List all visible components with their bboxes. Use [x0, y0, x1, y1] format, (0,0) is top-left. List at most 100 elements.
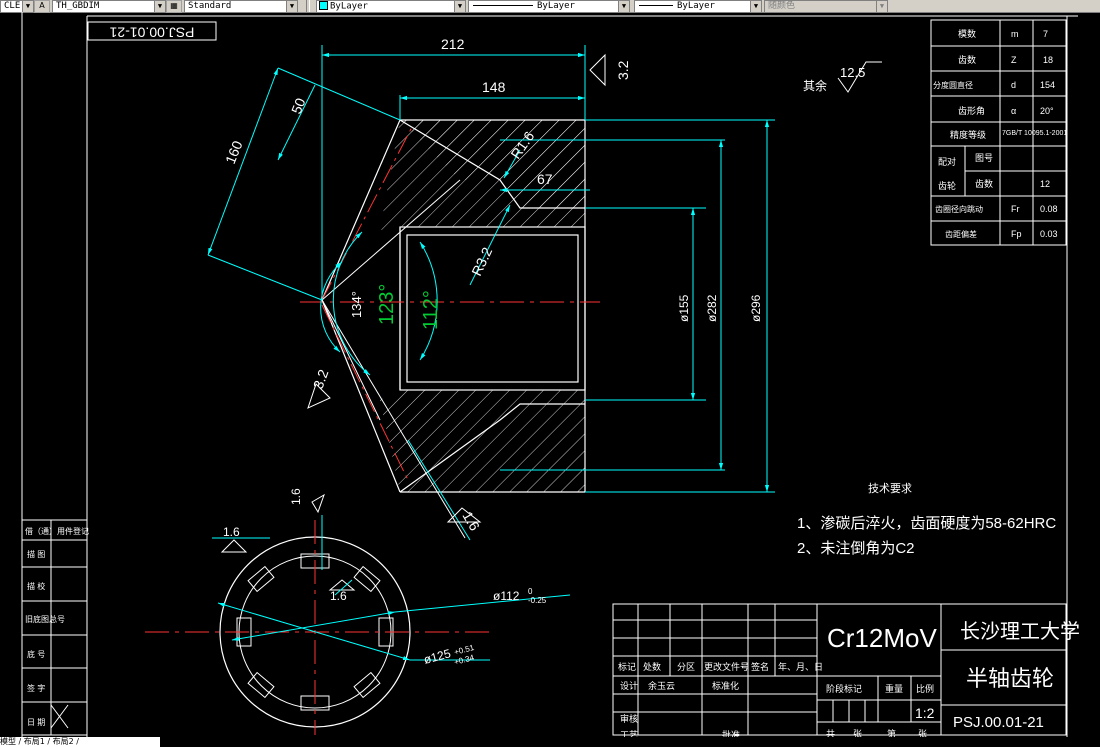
linetype-value: ByLayer [537, 1, 575, 11]
side-label-4: 底 号 [27, 649, 45, 659]
table-style-manager-icon[interactable]: ▦ [166, 0, 182, 13]
title-block [612, 603, 1067, 736]
param-mate-row2-name: 齿数 [975, 178, 993, 189]
side-register-table [21, 519, 88, 736]
chevron-down-icon: ▼ [454, 1, 465, 12]
dim-rough-16-bottom: 1.6 [459, 509, 483, 534]
dim-rough-32-top: 3.2 [615, 60, 631, 80]
side-label-3: 旧底图总号 [25, 614, 65, 624]
gear-parameter-table [930, 19, 1067, 246]
tech-req-1: 1、渗碳后淬火，齿面硬度为58-62HRC [797, 515, 1056, 532]
lineweight-sample-icon [639, 5, 673, 6]
layout-tabs[interactable]: 模型 / 布局1 / 布局2 / [0, 737, 160, 747]
title-sheet-label: 张 [918, 729, 927, 737]
title-standard-label: 标准化 [712, 680, 739, 691]
spline-rough-c: 1.6 [330, 589, 347, 603]
dimensions [207, 45, 775, 541]
param-mate-label-1: 配对 [938, 156, 956, 167]
properties-toolbar: CLE▼ A TH_GBDIM▼ ▦ Standard▼ ByLayer▼ By… [0, 0, 1100, 13]
roughness-symbols [220, 53, 606, 591]
chevron-down-icon: ▼ [22, 1, 33, 12]
title-stage-label: 阶段标记 [826, 683, 862, 694]
title-row-label-3: 更改文件号 [704, 661, 749, 672]
chevron-down-icon: ▼ [618, 1, 629, 12]
plot-style-dropdown[interactable]: 随颜色▼ [764, 0, 888, 13]
param-name-3: 齿形角 [958, 105, 985, 116]
title-approve-label: 批准 [722, 729, 740, 737]
dim-160: 160 [222, 138, 246, 166]
spline-rough-a: 1.6 [289, 488, 303, 505]
side-label-1: 描 图 [27, 549, 45, 559]
color-dropdown[interactable]: ByLayer ▼ [316, 0, 466, 13]
dim-67: 67 [537, 171, 553, 187]
spline-d112-tol-upper: 0 [528, 587, 533, 596]
color-value: ByLayer [330, 1, 368, 12]
side-label-0: 借（通）用件登记 [25, 526, 89, 536]
param-val-3: 20° [1040, 106, 1054, 116]
title-school: 长沙理工大学 [960, 620, 1080, 643]
linetype-sample-icon [473, 5, 533, 6]
param-val-2: 154 [1040, 80, 1055, 90]
spline-rough-b: 1.6 [223, 525, 240, 539]
chevron-down-icon: ▼ [286, 1, 297, 12]
dim-style-dropdown[interactable]: TH_GBDIM ▼ [52, 0, 166, 13]
param-name-0: 模数 [958, 28, 976, 39]
dim-dia296: ø296 [749, 294, 763, 322]
hatch-lower [380, 390, 585, 492]
layout-tabs-text: 模型 / 布局1 / 布局2 / [0, 737, 79, 746]
rough-others-value: 12.5 [840, 65, 865, 80]
title-review-label: 审核 [620, 713, 638, 724]
param-mate-row1-name: 图号 [975, 153, 993, 163]
dim-a134: 134° [349, 291, 364, 318]
title-weight-label: 重量 [885, 683, 903, 694]
color-swatch-icon [319, 1, 328, 10]
lineweight-value: ByLayer [677, 1, 715, 11]
chevron-down-icon: ▼ [750, 1, 761, 12]
text-style-manager-icon[interactable]: A [34, 0, 50, 13]
param-name-2: 分度圆直径 [933, 80, 973, 90]
dim-style-value: TH_GBDIM [56, 1, 100, 11]
param-val-4: 7GB/T 10095.1-2001 [1002, 130, 1067, 137]
param-name-4: 精度等级 [950, 129, 986, 140]
spline-d112-tol-lower: -0.25 [528, 596, 547, 605]
angle-labels: 134° 123° 112° [349, 284, 442, 330]
drawing-number: PSJ.00.01-21 [109, 24, 194, 40]
param-f1-val: 0.08 [1040, 204, 1058, 214]
drawing-number-box: PSJ.00.01-21 [87, 21, 217, 41]
spline-d112: ø112 [493, 589, 520, 603]
drawing-canvas[interactable]: PSJ.00.01-21 借（通）用件登记 描 图 描 校 旧底图总号 底 号 … [0, 12, 1100, 737]
title-part-number: PSJ.00.01-21 [953, 714, 1044, 731]
title-row-label-1: 处数 [643, 661, 661, 672]
title-designer: 余玉云 [648, 680, 675, 691]
text-style-dropdown[interactable]: CLE▼ [0, 0, 34, 13]
tech-req-2: 2、未注倒角为C2 [797, 540, 915, 557]
plot-style-value: 随颜色 [768, 1, 796, 11]
spline-end-view: ø112 0 -0.25 ø125 +0.51 +0.34 1.6 1.6 1.… [145, 488, 571, 735]
param-sym-1: Z [1011, 55, 1017, 65]
param-val-0: 7 [1043, 29, 1048, 39]
title-material: Cr12MoV [827, 623, 937, 653]
toolbar-separator [306, 0, 310, 12]
table-style-dropdown[interactable]: Standard▼ [184, 0, 298, 13]
title-block-text: Cr12MoV 长沙理工大学 半轴齿轮 PSJ.00.01-21 1:2 阶段标… [618, 620, 1080, 737]
title-sheets-label: 张 [853, 729, 862, 737]
title-scale-label: 比例 [916, 683, 934, 694]
chevron-down-icon: ▼ [154, 1, 165, 12]
param-val-1: 18 [1043, 55, 1053, 65]
param-f2-val: 0.03 [1040, 229, 1058, 239]
lineweight-dropdown[interactable]: ByLayer ▼ [634, 0, 762, 13]
side-register-labels: 借（通）用件登记 描 图 描 校 旧底图总号 底 号 签 字 日 期 [25, 526, 89, 727]
title-sheets-total: 共 [826, 729, 835, 737]
dim-a123: 123° [376, 284, 398, 325]
linetype-dropdown[interactable]: ByLayer ▼ [468, 0, 630, 13]
param-sym-0: m [1011, 29, 1019, 39]
param-f2-sym: Fp [1011, 229, 1022, 239]
param-sym-2: d [1011, 80, 1016, 90]
param-f1-name: 齿圈径向跳动 [935, 204, 983, 214]
title-row-label-4: 签名 [751, 661, 769, 672]
side-label-5: 签 字 [27, 683, 45, 693]
title-design-label: 设计 [620, 680, 638, 691]
text-style-value: CLE [4, 1, 21, 11]
gear-section-view [300, 119, 600, 539]
param-name-1: 齿数 [958, 54, 976, 65]
